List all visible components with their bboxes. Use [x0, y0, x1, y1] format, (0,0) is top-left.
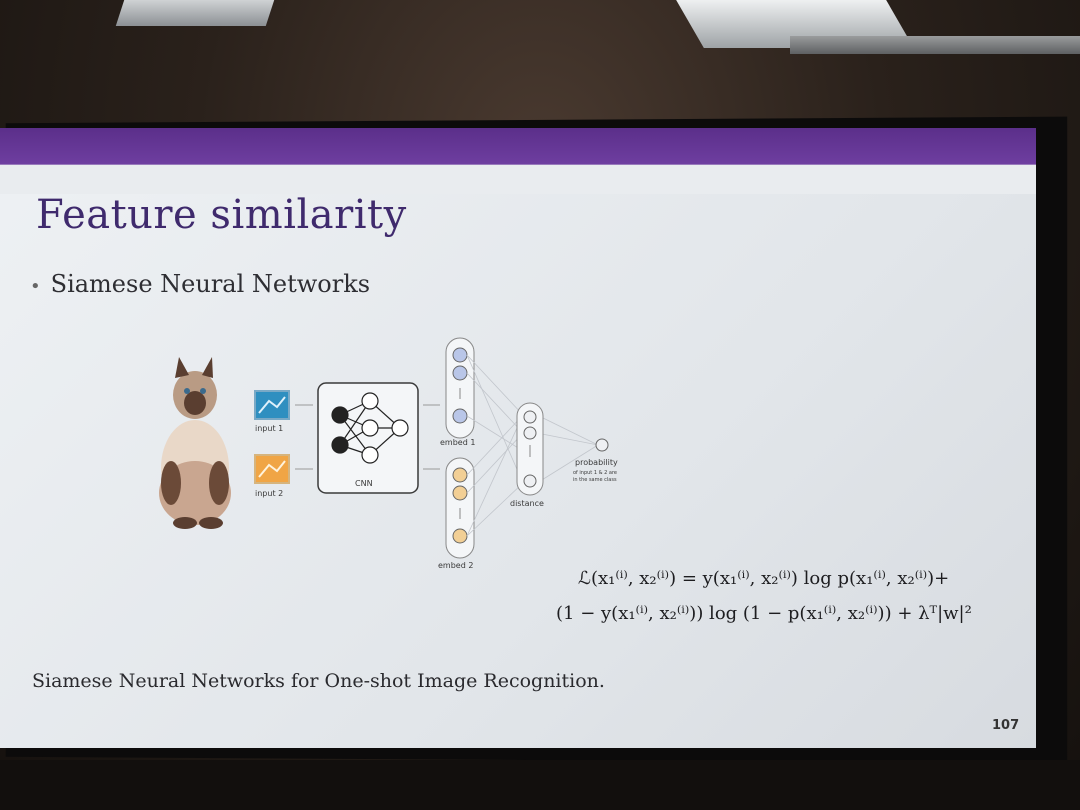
distance-label: distance [510, 499, 544, 508]
input1-image-icon [254, 390, 290, 420]
slide-title: Feature similarity [36, 192, 407, 238]
embed2-label: embed 2 [438, 561, 473, 570]
siamese-network-diagram: input 1 input 2 CNN [159, 337, 618, 570]
room-floor-shadow [0, 760, 1080, 810]
probability-sublabel-2: in the same class [573, 477, 617, 483]
output-node [595, 438, 609, 452]
input2-label: input 2 [255, 489, 283, 498]
bullet-text: Siamese Neural Networks [50, 270, 371, 298]
cnn-nodes-icon [331, 392, 409, 464]
ceiling-rail [790, 36, 1080, 54]
ceiling-light-fixture [115, 0, 275, 26]
formula-line-1: ℒ(x₁⁽ⁱ⁾, x₂⁽ⁱ⁾) = y(x₁⁽ⁱ⁾, x₂⁽ⁱ⁾) log p(… [578, 568, 950, 589]
probability-sublabel-1: of input 1 & 2 are [573, 470, 617, 476]
slide-header-band [0, 128, 1036, 194]
connection-lines [466, 354, 599, 537]
cnn-label: CNN [355, 479, 373, 488]
slide-bullet: • Siamese Neural Networks [30, 270, 370, 298]
input2-image-icon [254, 454, 290, 484]
presentation-slide: Feature similarity • Siamese Neural Netwo… [0, 128, 1036, 748]
loss-formula: ℒ(x₁⁽ⁱ⁾, x₂⁽ⁱ⁾) = y(x₁⁽ⁱ⁾, x₂⁽ⁱ⁾) log p(… [556, 568, 976, 624]
embed1-label: embed 1 [440, 438, 475, 447]
distance-vector [516, 402, 544, 496]
embed2-vector [445, 457, 475, 559]
bullet-dot-icon: • [30, 276, 41, 297]
formula-line-2: (1 − y(x₁⁽ⁱ⁾, x₂⁽ⁱ⁾)) log (1 − p(x₁⁽ⁱ⁾, … [556, 603, 972, 624]
input1-label: input 1 [255, 424, 283, 433]
embed1-vector [445, 337, 475, 439]
probability-label: probability [575, 458, 618, 467]
slide-citation: Siamese Neural Networks for One-shot Ima… [32, 670, 605, 692]
slide-page-number: 107 [992, 718, 1020, 733]
cat-photo [159, 357, 231, 529]
